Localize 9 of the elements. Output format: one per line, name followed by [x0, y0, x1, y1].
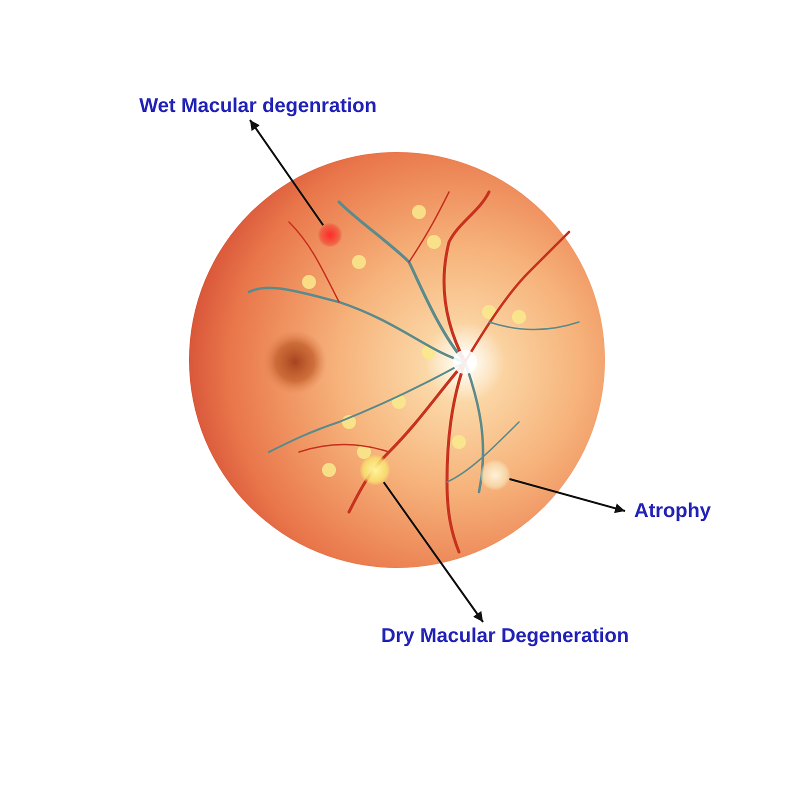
- atrophy-patch: [480, 460, 510, 490]
- hemorrhage-spot: [318, 223, 342, 247]
- callout-label: Dry Macular Degeneration: [381, 624, 629, 648]
- leader-arrow: [509, 478, 626, 514]
- leader-arrow: [249, 119, 324, 226]
- callout-label: Wet Macular degenration: [139, 94, 377, 118]
- drusen-spot: [360, 455, 390, 485]
- callout-label: Atrophy: [634, 498, 711, 524]
- leader-arrow: [382, 482, 484, 623]
